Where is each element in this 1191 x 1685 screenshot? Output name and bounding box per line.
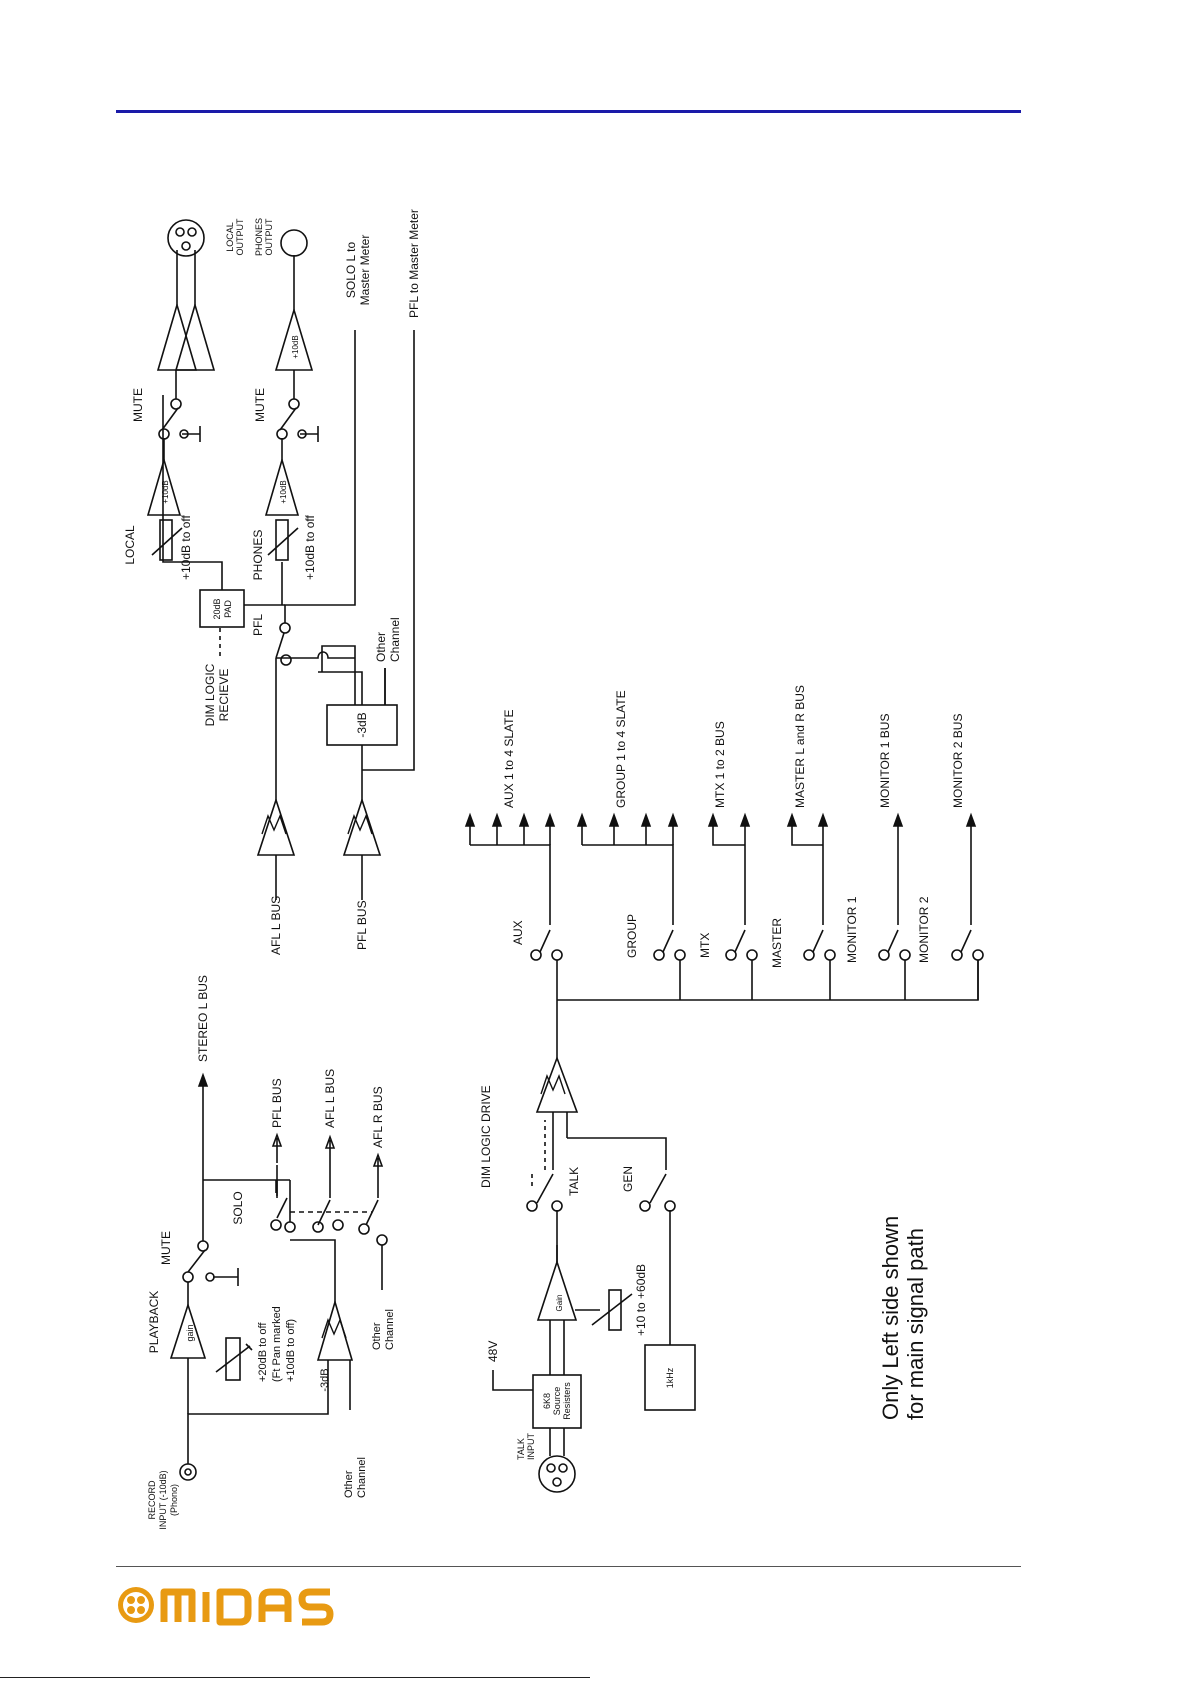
svg-text:DIM LOGIC DRIVE: DIM LOGIC DRIVE [479, 1085, 493, 1188]
talkback-section [464, 812, 984, 1493]
svg-text:-3dB: -3dB [355, 712, 369, 737]
svg-text:GROUP 1 to 4 SLATE: GROUP 1 to 4 SLATE [614, 690, 628, 808]
local-output-xlr [167, 219, 205, 257]
svg-text:Master Meter: Master Meter [358, 235, 372, 306]
svg-text:AUX: AUX [511, 920, 525, 945]
playback-label: PLAYBACK [147, 1291, 161, 1353]
svg-text:Channel: Channel [384, 1309, 396, 1350]
svg-text:gain: gain [185, 1324, 195, 1341]
svg-text:MONITOR 2 BUS: MONITOR 2 BUS [951, 714, 965, 808]
svg-text:TALK: TALK [516, 1438, 526, 1460]
record-input-label: RECORD [147, 1480, 157, 1520]
svg-text:GROUP: GROUP [625, 914, 639, 958]
svg-text:+10dB to off: +10dB to off [303, 515, 317, 581]
svg-text:Other: Other [374, 632, 388, 662]
svg-text:PAD: PAD [223, 600, 233, 618]
svg-text:Resisters: Resisters [562, 1382, 572, 1420]
svg-text:MONITOR 1 BUS: MONITOR 1 BUS [878, 714, 892, 808]
phones-amp [264, 457, 300, 516]
monitor-section [146, 219, 415, 900]
playback-section [169, 1072, 388, 1481]
svg-text:AFL R BUS: AFL R BUS [371, 1086, 385, 1148]
svg-text:(Phono): (Phono) [169, 1484, 179, 1516]
svg-text:MASTER L and R BUS: MASTER L and R BUS [793, 685, 807, 808]
svg-text:+20dB to off: +20dB to off [257, 1322, 269, 1382]
svg-text:MONITOR 2: MONITOR 2 [917, 896, 931, 963]
svg-text:DIM LOGIC: DIM LOGIC [203, 663, 217, 726]
svg-text:AFL L BUS: AFL L BUS [323, 1069, 337, 1128]
phones-out-amp [274, 307, 314, 371]
svg-text:(Ft Pan marked: (Ft Pan marked [271, 1306, 283, 1382]
svg-text:6K8: 6K8 [542, 1393, 552, 1409]
playback-pot [225, 1337, 241, 1381]
header-rule [116, 110, 1021, 113]
footer-rule [116, 1566, 1021, 1567]
svg-text:RECIEVE: RECIEVE [217, 669, 231, 722]
svg-text:PFL BUS: PFL BUS [270, 1078, 284, 1128]
svg-text:PHONES: PHONES [251, 530, 265, 581]
midas-logo-mark [118, 1587, 334, 1626]
svg-text:INPUT (-10dB): INPUT (-10dB) [158, 1470, 168, 1529]
note-line-2: for main signal path [903, 1228, 928, 1420]
svg-text:MONITOR 1: MONITOR 1 [845, 896, 859, 963]
svg-text:MUTE: MUTE [253, 388, 267, 422]
svg-text:LOCAL: LOCAL [225, 222, 235, 252]
svg-text:MTX: MTX [698, 933, 712, 958]
svg-text:PFL BUS: PFL BUS [355, 900, 369, 950]
svg-text:PFL to Master Meter: PFL to Master Meter [407, 209, 421, 318]
svg-text:Gain: Gain [555, 1295, 564, 1312]
svg-text:MUTE: MUTE [159, 1231, 173, 1265]
svg-text:MUTE: MUTE [131, 388, 145, 422]
svg-text:AUX 1 to 4 SLATE: AUX 1 to 4 SLATE [502, 710, 516, 809]
talk-gain-amp [536, 1259, 578, 1321]
stereo-l-bus-label: STEREO L BUS [196, 975, 210, 1062]
talk-main-amp [535, 1055, 579, 1113]
svg-text:OUTPUT: OUTPUT [264, 218, 274, 256]
svg-text:Channel: Channel [388, 617, 402, 662]
page-bottom-rule [0, 1677, 590, 1678]
svg-text:MTX 1 to 2 BUS: MTX 1 to 2 BUS [713, 721, 727, 808]
svg-text:INPUT: INPUT [526, 1432, 536, 1460]
playback-labels: RECORD INPUT (-10dB) (Phono) PLAYBACK ga… [147, 975, 396, 1530]
svg-text:20dB: 20dB [212, 598, 222, 619]
local-amp [146, 457, 182, 516]
monitor-labels: AFL L BUS PFL BUS -3dB Other Channel DIM… [123, 209, 421, 955]
svg-text:+10dB to off: +10dB to off [179, 515, 193, 581]
svg-text:PFL: PFL [251, 614, 265, 636]
pfl-amp [342, 797, 382, 856]
talkback-labels: TALK INPUT 6K8 Source Resisters 48V Gain… [479, 685, 965, 1460]
phones-output-jack [280, 229, 308, 257]
svg-text:48V: 48V [486, 1341, 500, 1362]
record-input-jack [179, 1463, 197, 1481]
svg-text:OUTPUT: OUTPUT [235, 218, 245, 256]
svg-text:Channel: Channel [356, 1457, 368, 1498]
svg-text:1kHz: 1kHz [665, 1367, 675, 1388]
svg-text:+10dB: +10dB [161, 480, 170, 503]
svg-text:SOLO L to: SOLO L to [344, 242, 358, 299]
afl-l-amp [256, 797, 296, 856]
note-line-1: Only Left side shown [878, 1216, 903, 1420]
svg-text:+10dB: +10dB [279, 480, 288, 503]
svg-text:PHONES: PHONES [254, 218, 264, 256]
playback-gain-amp [169, 1302, 207, 1359]
svg-text:+10dB to off): +10dB to off) [285, 1319, 297, 1382]
svg-text:LOCAL: LOCAL [123, 525, 137, 565]
svg-text:Other: Other [343, 1470, 355, 1498]
svg-text:+10dB: +10dB [291, 335, 300, 358]
svg-text:GEN: GEN [621, 1166, 635, 1192]
svg-text:-3dB: -3dB [319, 1368, 331, 1391]
svg-text:AFL L BUS: AFL L BUS [269, 896, 283, 955]
svg-text:TALK: TALK [567, 1167, 581, 1196]
talk-input-xlr [538, 1455, 576, 1493]
pad-20db [199, 589, 245, 628]
source-resistors [532, 1374, 582, 1429]
svg-text:+10 to +60dB: +10 to +60dB [634, 1264, 648, 1336]
svg-text:Other: Other [371, 1322, 383, 1350]
svg-text:MASTER: MASTER [770, 918, 784, 968]
svg-text:Source: Source [552, 1387, 562, 1416]
midas-logo [116, 1584, 346, 1631]
svg-text:SOLO: SOLO [231, 1191, 245, 1224]
